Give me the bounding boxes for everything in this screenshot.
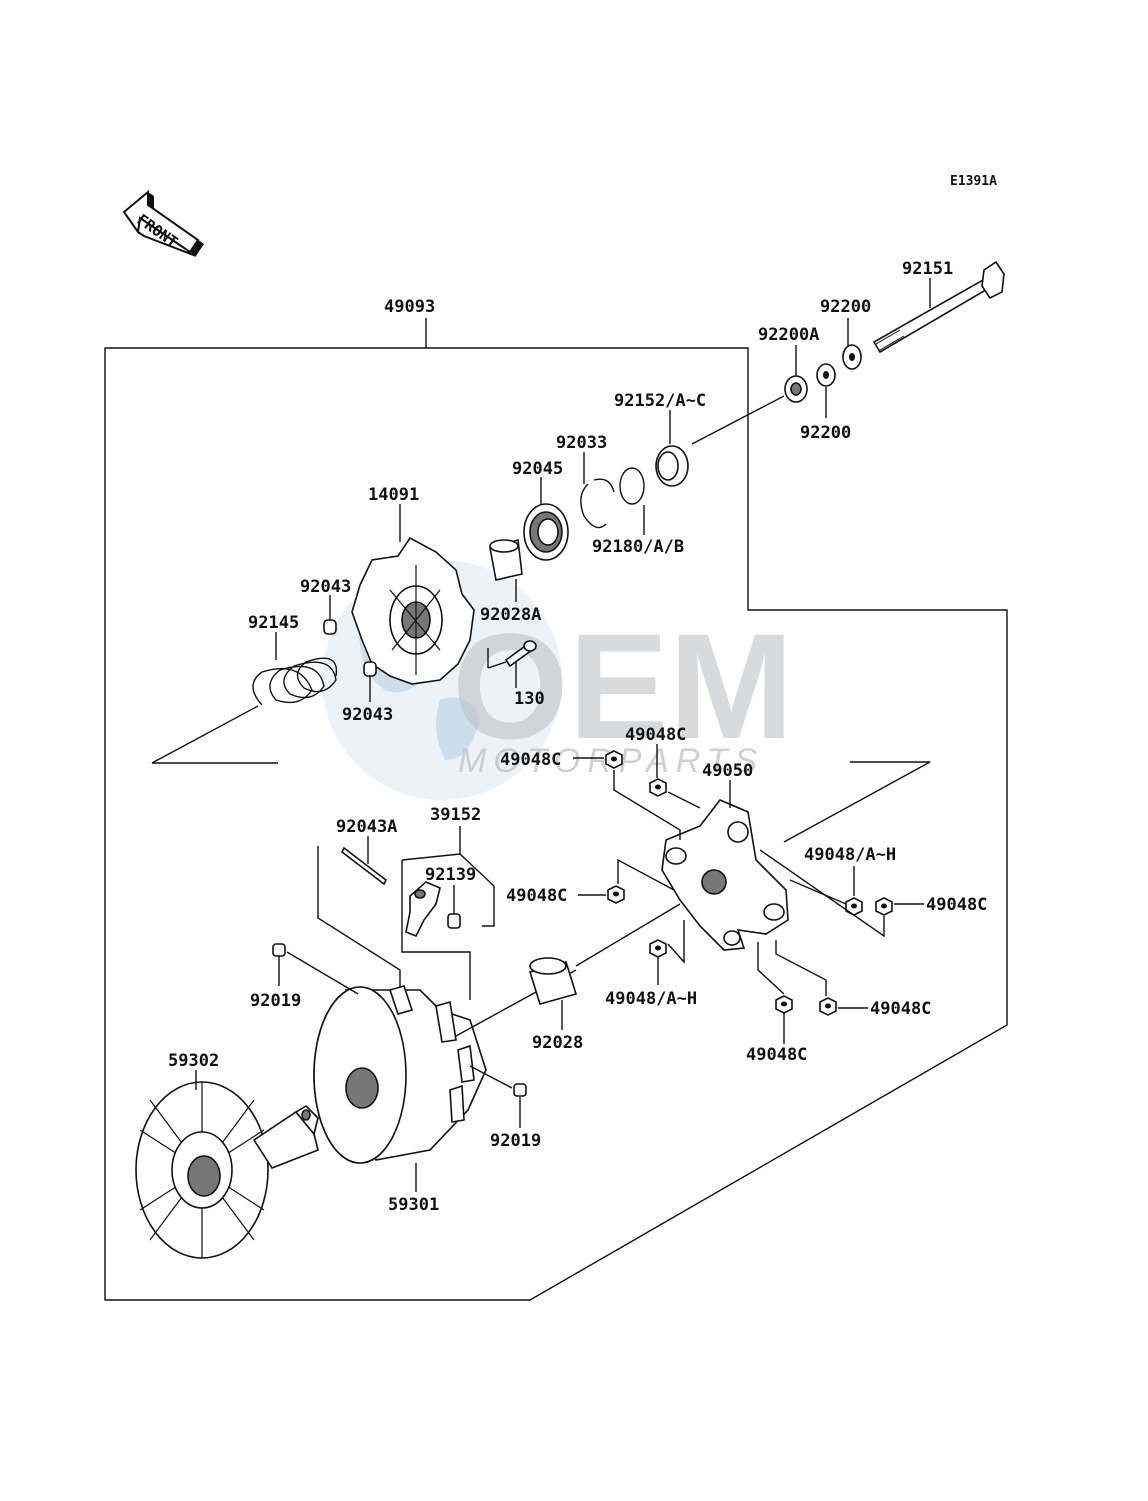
label-92151: 92151 <box>902 259 953 279</box>
label-92043a: 92043A <box>336 817 397 837</box>
label-14091: 14091 <box>368 485 419 505</box>
clutch-59302 <box>135 1081 319 1259</box>
label-92139: 92139 <box>425 865 476 885</box>
nut-49048c-bottom <box>775 995 793 1014</box>
label-92200a: 92200A <box>758 325 819 345</box>
assembly-outline <box>104 347 1008 1301</box>
label-92028a: 92028A <box>480 605 541 625</box>
label-49048c-f: 49048C <box>746 1045 807 1065</box>
nut-49048c-mid <box>649 778 667 797</box>
nut-49048ah-right <box>845 897 863 916</box>
ring-92033 <box>580 483 607 529</box>
label-59301: 59301 <box>388 1195 439 1215</box>
label-49048c-d: 49048C <box>926 895 987 915</box>
nut-49048c-right <box>875 897 893 916</box>
nut-49048c-top <box>605 750 623 769</box>
nut-49048ah-center <box>649 939 667 958</box>
label-92019-left: 92019 <box>250 991 301 1011</box>
screw-130 <box>504 640 537 668</box>
weight-92139 <box>405 881 461 938</box>
sheave-59301 <box>313 985 487 1164</box>
pin-92043-top <box>323 619 337 635</box>
label-49048c-b: 49048C <box>500 750 561 770</box>
label-92033: 92033 <box>556 433 607 453</box>
label-49048ah-a: 49048/A~H <box>804 845 896 865</box>
label-39152: 39152 <box>430 805 481 825</box>
ring-92180 <box>619 467 645 505</box>
spring-92145 <box>252 657 338 706</box>
label-92152: 92152/A~C <box>614 391 706 411</box>
watermark-brand: OEM <box>452 602 794 770</box>
nut-92019-right <box>513 1083 527 1097</box>
label-92180: 92180/A/B <box>592 537 684 557</box>
label-49048c-e: 49048C <box>870 999 931 1019</box>
pin-92043a <box>340 846 388 886</box>
label-49050: 49050 <box>702 761 753 781</box>
front-arrow-icon: FRONT <box>122 189 204 257</box>
diagram-code: E1391A <box>950 174 997 189</box>
nut-49048c-left <box>607 885 625 904</box>
label-92200-top: 92200 <box>820 297 871 317</box>
label-92045: 92045 <box>512 459 563 479</box>
bushing-92028 <box>528 957 578 1005</box>
label-59302: 59302 <box>168 1051 219 1071</box>
collar-92152 <box>655 445 689 487</box>
label-49093: 49093 <box>384 297 435 317</box>
nut-92019-left <box>272 943 286 957</box>
label-92019-right: 92019 <box>490 1131 541 1151</box>
label-49048c-c: 49048C <box>506 886 567 906</box>
bushing-92028a <box>489 538 523 581</box>
label-130: 130 <box>514 689 545 709</box>
label-49048c-a: 49048C <box>625 725 686 745</box>
label-92200-bottom: 92200 <box>800 423 851 443</box>
label-92145: 92145 <box>248 613 299 633</box>
bracket-49050 <box>661 799 789 951</box>
label-92028: 92028 <box>532 1033 583 1053</box>
nut-49048c-bottom-right <box>819 997 837 1016</box>
pin-92043-bottom <box>363 661 377 677</box>
bolt-92151 <box>872 260 1005 354</box>
label-92043-top: 92043 <box>300 577 351 597</box>
weight-box-39152 <box>401 853 495 927</box>
label-49048ah-b: 49048/A~H <box>605 989 697 1009</box>
cover-14091 <box>351 536 475 685</box>
label-92043-bottom: 92043 <box>342 705 393 725</box>
bearing-92045 <box>523 503 569 561</box>
